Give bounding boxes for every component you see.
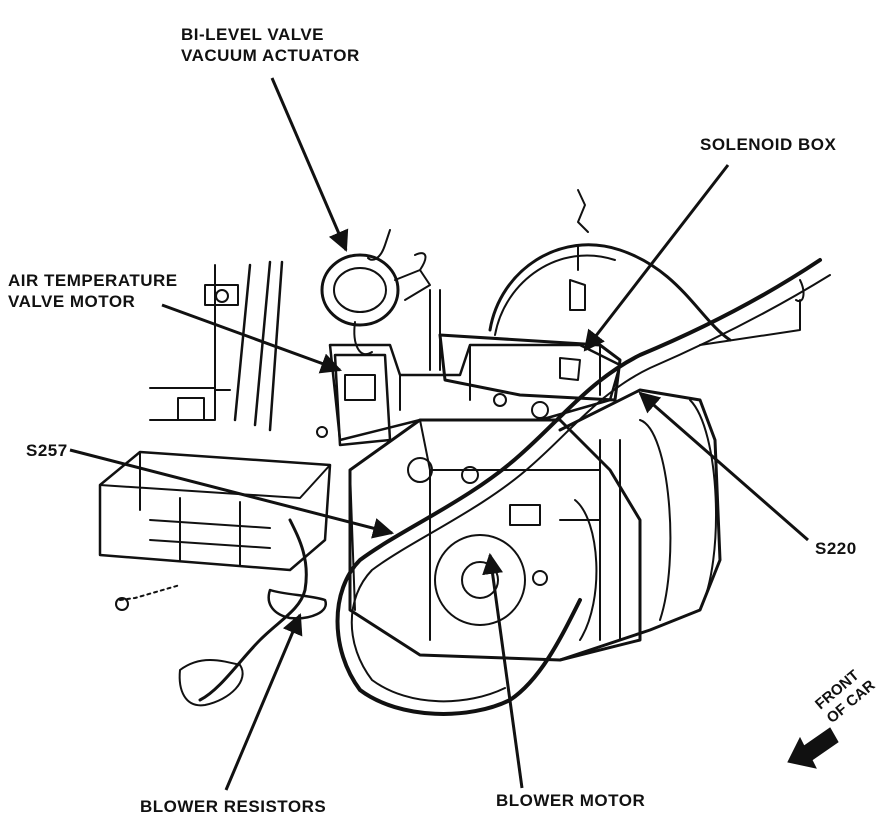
vacuum-hose [488,243,732,342]
vacuum-actuator-body [320,253,400,327]
wiring-harness [335,258,822,716]
air-temp-motor-body [333,353,392,447]
arrow-blower-motor [482,552,524,789]
arrow-air-temp-motor [161,303,342,374]
blower-resistor-block [267,588,327,620]
blower-motor-label: BLOWER MOTOR [496,791,646,810]
bilevel-actuator-label: BI-LEVEL VALVE VACUUM ACTUATOR [181,24,360,66]
rear-housing [98,450,332,572]
s257-label: S257 [26,441,68,460]
arrow-solenoid-box [583,164,730,352]
arrow-bilevel-actuator [270,77,349,252]
bilevel-line2: VACUUM ACTUATOR [181,46,360,65]
arrow-s220 [638,391,809,542]
arrow-blower-resistors [224,613,303,791]
air-temp-line1: AIR TEMPERATURE [8,271,178,290]
s220-label: S220 [815,539,857,558]
blower-resistors-label: BLOWER RESISTORS [140,797,327,816]
arrow-s257 [69,448,395,539]
air-temp-motor-label: AIR TEMPERATURE VALVE MOTOR [8,270,178,312]
front-of-car-arrow-icon [787,727,839,769]
solenoid-box-label: SOLENOID BOX [700,135,837,154]
air-temp-line2: VALVE MOTOR [8,292,136,311]
bilevel-line1: BI-LEVEL VALVE [181,25,325,44]
